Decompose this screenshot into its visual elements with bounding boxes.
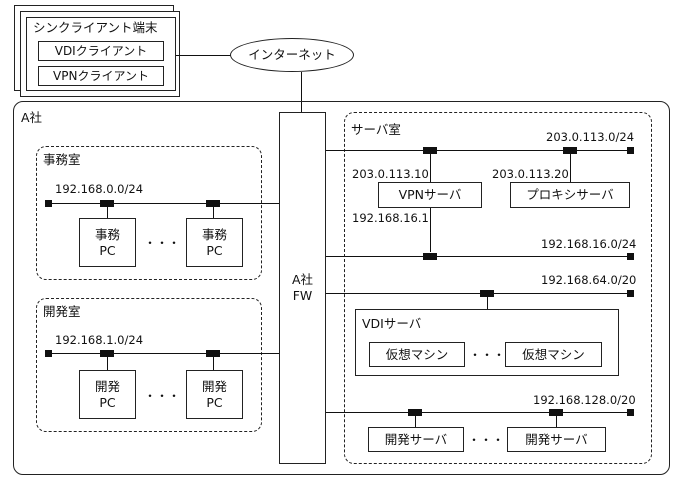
vpn-server: VPNサーバ: [378, 182, 482, 208]
firewall: A社 FW: [279, 112, 326, 464]
dev-server-2-label: 開発サーバ: [525, 431, 588, 447]
office-room: [36, 146, 262, 280]
dev-server-1: 開発サーバ: [368, 427, 464, 452]
vpn-client-box: VPNクライアント: [38, 66, 164, 86]
dev-pc-2-label-2: PC: [206, 394, 223, 410]
dmz-proxy-drop: [570, 154, 571, 182]
office-pc1-drop: [107, 207, 108, 218]
office-room-label: 事務室: [43, 152, 81, 167]
vpn-inner-drop: [430, 208, 431, 252]
vpn-outer-ip-label: 203.0.113.10: [352, 167, 429, 181]
thin-client-label: シンクライアント端末: [33, 20, 158, 35]
lan128-end: [627, 409, 634, 416]
virtual-machine-1-label: 仮想マシン: [385, 346, 449, 362]
vm-ellipsis: ・・・: [469, 348, 506, 362]
office-port-2: [206, 200, 220, 207]
dmz-vpn-drop: [430, 154, 431, 182]
firewall-label-1: A社: [291, 272, 314, 287]
dmz-lan-line: [326, 150, 632, 151]
company-label: A社: [21, 110, 43, 125]
office-lan-line: [48, 203, 279, 204]
vdi-client-label: VDIクライアント: [54, 44, 148, 58]
dmz-subnet-label: 203.0.113.0/24: [546, 130, 635, 144]
lan16-end: [627, 253, 634, 260]
dev-pc-2-label-1: 開発: [201, 378, 227, 394]
vpn-inner-ip-label: 192.168.16.1: [352, 211, 429, 225]
office-pc-1-label-1: 事務: [94, 226, 120, 242]
office-pc2-drop: [213, 207, 214, 218]
office-pc-2-label-2: PC: [206, 242, 223, 258]
virtual-machine-2: 仮想マシン: [505, 342, 602, 367]
internet-label: インターネット: [248, 47, 336, 62]
virtual-machine-1: 仮想マシン: [369, 342, 465, 367]
dev-pc1-drop: [107, 357, 108, 370]
virtual-machine-2-label: 仮想マシン: [522, 346, 585, 362]
dmz-port-proxy: [563, 147, 577, 154]
lan64-end: [627, 290, 634, 297]
office-subnet-label: 192.168.0.0/24: [55, 182, 144, 196]
dev-lan-line: [48, 353, 279, 354]
vpn-server-label: VPNサーバ: [398, 187, 462, 202]
vdi-server-label: VDIサーバ: [362, 316, 422, 331]
dev-server-ellipsis: ・・・: [468, 433, 505, 447]
lan64-port-vdi: [480, 290, 494, 297]
dmz-lan-end: [627, 147, 634, 154]
dev-pc-1-label-1: 開発: [94, 378, 120, 394]
dev-room: [36, 298, 262, 432]
dev-pc-1: 開発 PC: [79, 370, 136, 419]
lan16-subnet-label: 192.168.16.0/24: [541, 237, 637, 251]
lan64-subnet-label: 192.168.64.0/20: [541, 273, 637, 287]
server-room-label: サーバ室: [351, 122, 401, 137]
office-pc-1-label-2: PC: [99, 242, 116, 258]
lan64-line: [326, 293, 632, 294]
proxy-ip-label: 203.0.113.20: [492, 167, 569, 181]
lan128-line: [326, 412, 632, 413]
dmz-port-vpn: [423, 147, 437, 154]
lan128-subnet-label: 192.168.128.0/20: [533, 393, 636, 407]
office-pc-2: 事務 PC: [186, 218, 243, 267]
dev-ellipsis: ・・・: [144, 389, 181, 403]
dev-port-1: [100, 350, 114, 357]
office-ellipsis: ・・・: [144, 236, 181, 250]
firewall-label-2: FW: [292, 288, 313, 303]
office-pc-2-label-1: 事務: [201, 226, 227, 242]
dev-server-2: 開発サーバ: [507, 427, 606, 452]
dev-subnet-label: 192.168.1.0/24: [55, 333, 144, 347]
dev-pc-2: 開発 PC: [186, 370, 243, 419]
client-internet-link: [176, 55, 232, 56]
lan128-port-2: [549, 409, 563, 416]
thin-client-terminal: シンクライアント端末 VDIクライアント VPNクライアント: [26, 17, 176, 91]
office-pc-1: 事務 PC: [79, 218, 136, 267]
company-frame: [13, 101, 670, 475]
proxy-server-label: プロキシサーバ: [526, 187, 614, 202]
dev-room-label: 開発室: [43, 304, 81, 319]
internet-fw-link: [301, 72, 302, 112]
dev-server-1-label: 開発サーバ: [384, 431, 448, 447]
dev-lan-end: [45, 350, 52, 357]
vdi-server: VDIサーバ 仮想マシン ・・・ 仮想マシン: [355, 309, 619, 376]
proxy-server: プロキシサーバ: [510, 182, 630, 208]
office-port-1: [100, 200, 114, 207]
vpn-client-label: VPNクライアント: [53, 69, 149, 83]
lan128-drop-2: [556, 416, 557, 427]
internet-cloud: インターネット: [230, 38, 354, 72]
dev-pc2-drop: [213, 357, 214, 370]
server-room: [344, 112, 652, 464]
lan16-line: [326, 256, 632, 257]
lan128-port-1: [408, 409, 422, 416]
lan64-vdi-drop: [487, 297, 488, 309]
vdi-client-box: VDIクライアント: [38, 41, 164, 61]
office-lan-end: [45, 200, 52, 207]
dev-pc-1-label-2: PC: [99, 394, 116, 410]
lan16-port-vpn: [423, 253, 437, 260]
dev-port-2: [206, 350, 220, 357]
lan128-drop-1: [415, 416, 416, 427]
